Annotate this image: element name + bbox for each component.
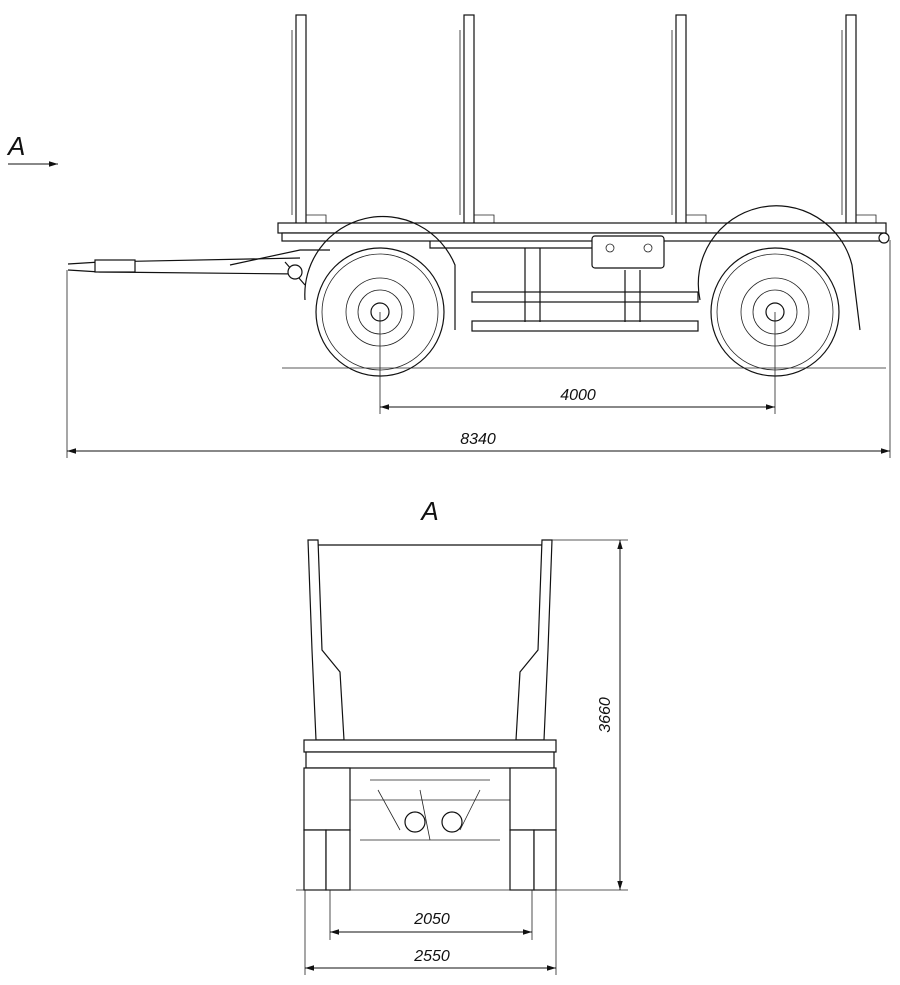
dimension-track-width: 2050 [329,890,533,940]
view-marker-label: A [6,131,25,161]
drawbar [67,249,330,286]
dimension-wheelbase-label: 4000 [560,387,596,404]
rear-left-wheel-inner [325,829,351,891]
dimension-height-label: 3660 [597,697,614,733]
stakes [291,14,877,226]
dimension-height: 3660 [552,539,628,890]
dimension-overall-width: 2550 [304,890,557,975]
rear-view-title: A [419,496,438,526]
dimension-overall-length: 8340 [66,240,891,458]
dimension-wheelbase: 4000 [379,312,776,414]
rear-right-wheel-inner [509,829,535,891]
side-view-trailer [67,14,890,377]
dimension-overall-width-label: 2550 [413,948,450,965]
rear-left-wheel-outer [303,829,327,891]
dimension-track-width-label: 2050 [413,911,450,928]
toolbox [591,235,665,269]
dimension-overall-length-label: 8340 [460,431,496,448]
rear-right-wheel-outer [533,829,557,891]
rear-view-trailer [296,539,628,891]
view-marker-arrow: A [6,131,58,167]
